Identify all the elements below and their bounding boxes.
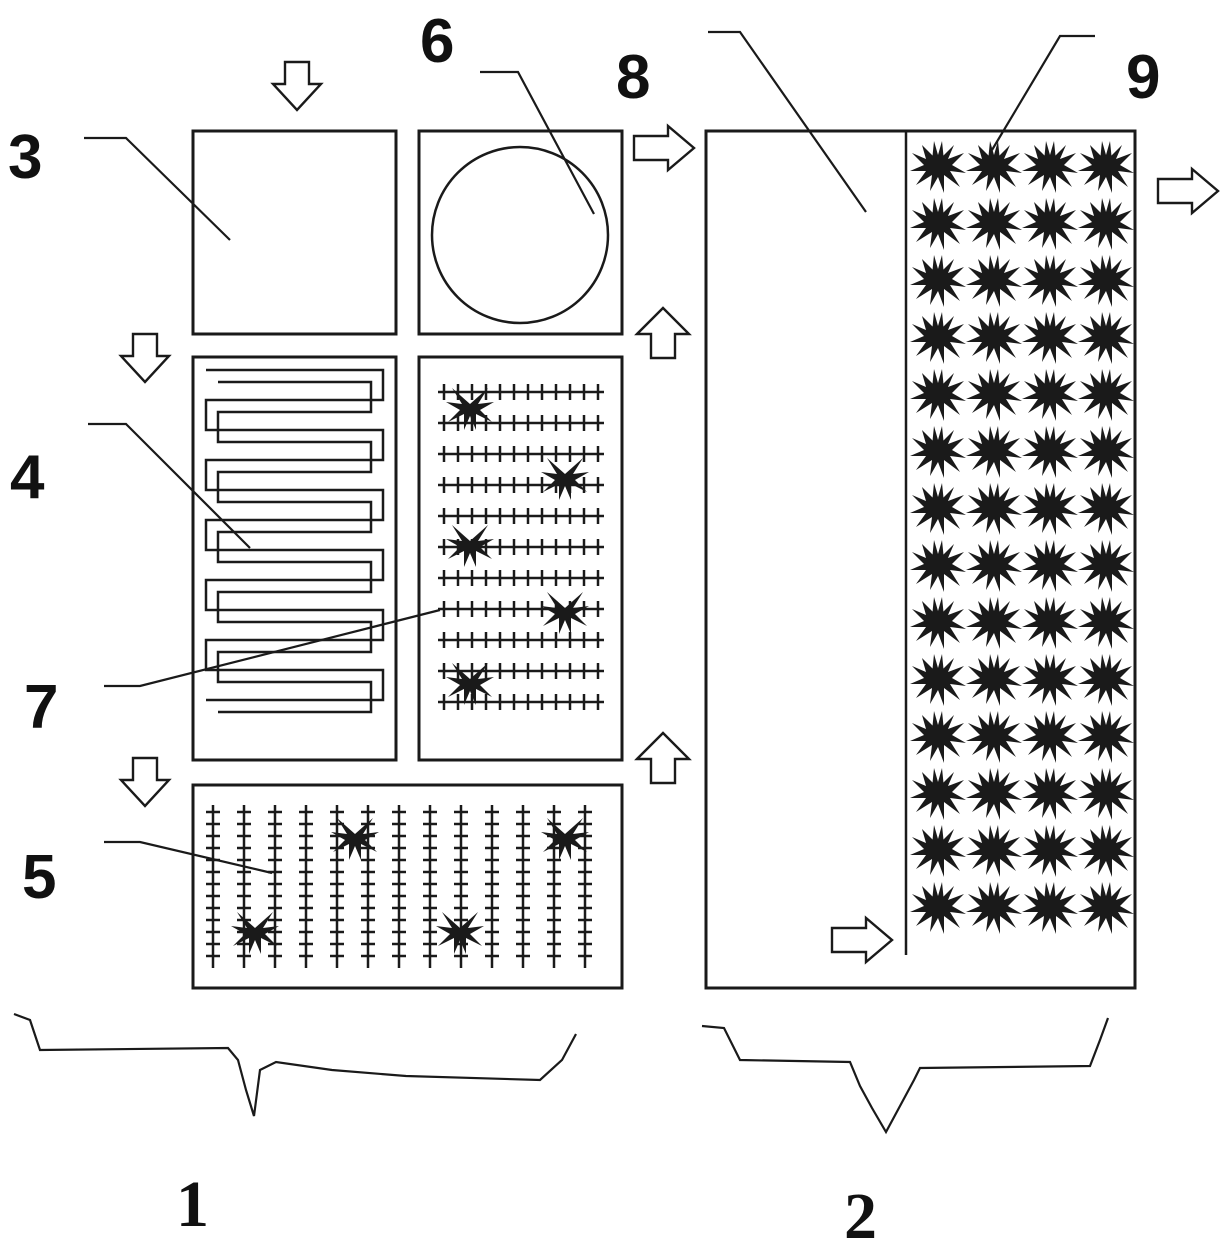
label-6: 6 — [420, 7, 454, 76]
tank-3 — [191, 129, 398, 336]
label-4: 4 — [10, 443, 45, 512]
labels: 3 4 5 6 7 8 9 1 2 — [8, 7, 1160, 1253]
section-2 — [704, 129, 1137, 990]
arrow-5-to-7-icon — [635, 731, 691, 785]
leader-3 — [84, 136, 231, 241]
label-9: 9 — [1126, 43, 1160, 112]
outflow-arrow-icon — [1156, 167, 1220, 215]
leader-8 — [708, 30, 867, 213]
arrow-4-to-5-icon — [119, 756, 171, 808]
label-1: 1 — [176, 1168, 209, 1241]
tank-4 — [191, 355, 398, 762]
tank-6 — [417, 129, 624, 336]
arrow-6-to-2-icon — [632, 124, 696, 172]
channel-wall-outer — [204, 368, 385, 702]
leader-5 — [104, 840, 273, 875]
leader-9 — [991, 34, 1095, 151]
label-2: 2 — [844, 1180, 877, 1253]
leader-lines — [84, 30, 1095, 875]
plant-grid-5 — [206, 805, 592, 968]
leader-7 — [104, 608, 441, 688]
serpentine-channel — [204, 368, 385, 714]
arrow-3-to-4-icon — [119, 332, 171, 384]
arrow-7-to-6-icon — [635, 306, 691, 360]
tank-5 — [191, 783, 624, 990]
channel-wall-inner — [216, 380, 373, 714]
plant-grid-7 — [438, 384, 604, 710]
leader-4 — [88, 422, 251, 549]
label-8: 8 — [616, 43, 650, 112]
label-3: 3 — [8, 123, 42, 192]
circular-tank-6 — [430, 145, 610, 325]
tank-7 — [417, 355, 624, 762]
section-1 — [191, 129, 624, 990]
label-5: 5 — [22, 843, 56, 912]
label-7: 7 — [24, 673, 58, 742]
brace-section-2 — [701, 1017, 1110, 1135]
leader-6 — [480, 70, 595, 215]
brace-section-1 — [13, 1012, 577, 1117]
inflow-arrow-icon — [271, 60, 323, 112]
